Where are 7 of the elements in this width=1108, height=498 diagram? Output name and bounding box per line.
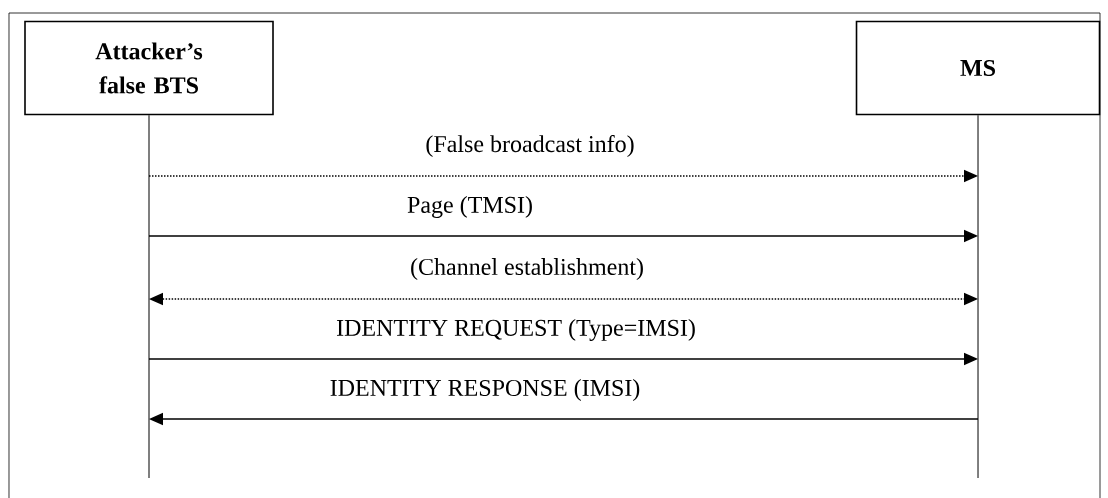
- message-label: (False broadcast info): [424, 134, 636, 158]
- participant-box: MS: [855, 20, 1101, 116]
- participant-box: Attacker’s false BTS: [24, 20, 274, 116]
- message-label: IDENTITY RESPONSE (IMSI): [328, 378, 642, 402]
- message-label: IDENTITY REQUEST (Type=IMSI): [335, 318, 697, 342]
- message-label: Page (TMSI): [406, 195, 534, 219]
- message-label: (Channel establishment): [409, 257, 645, 281]
